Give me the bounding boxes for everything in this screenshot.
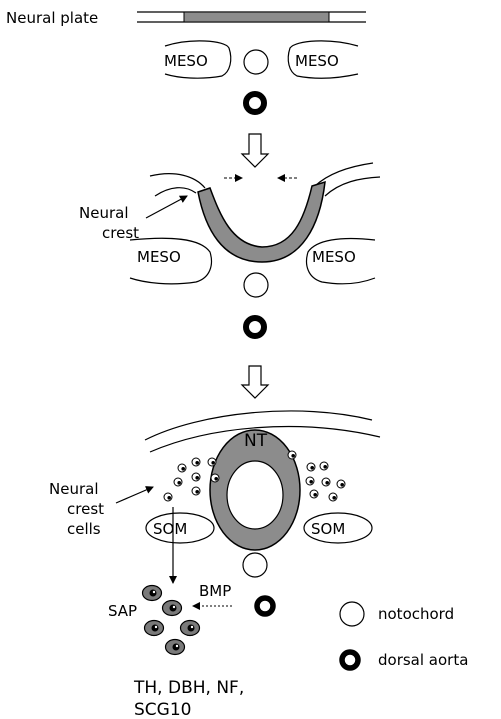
neural-crest-cell xyxy=(174,478,182,486)
meso-left-label-2: MESO xyxy=(137,248,181,266)
markers-line1: TH, DBH, NF, xyxy=(133,678,244,698)
neural-crest-cell xyxy=(164,493,172,501)
progression-arrow-2 xyxy=(242,366,268,398)
dorsal-aorta-2 xyxy=(246,318,264,336)
neural-tube-lumen xyxy=(227,461,283,529)
notochord-1 xyxy=(244,50,268,74)
neural-plate xyxy=(137,12,366,22)
neural-crest-cell xyxy=(192,473,200,481)
dorsal-aorta-1 xyxy=(246,94,264,112)
somite-left: SOM xyxy=(146,513,214,543)
neural-crest-label-line1: Neural xyxy=(79,204,128,222)
markers-line2: SCG10 xyxy=(134,700,191,719)
bmp-label: BMP xyxy=(199,582,231,600)
sap-cell xyxy=(163,601,182,616)
neural-crest-pointer xyxy=(146,196,187,218)
sap-cell xyxy=(166,640,185,655)
stage-1-neural-plate: Neural plate MESO MESO xyxy=(6,9,366,112)
notochord-2 xyxy=(244,273,268,297)
sap-cell xyxy=(143,586,162,601)
ncc-label-line1: Neural xyxy=(49,480,98,498)
legend-notochord-label: notochord xyxy=(378,605,454,623)
progression-arrow-1 xyxy=(242,134,268,167)
legend: notochord dorsal aorta xyxy=(340,602,468,669)
som-right-label: SOM xyxy=(311,520,345,538)
meso-right-block-2: MESO xyxy=(307,239,375,284)
neural-crest-cell xyxy=(337,480,345,488)
meso-right-label: MESO xyxy=(295,52,339,70)
sap-cell xyxy=(145,621,164,636)
meso-left-label: MESO xyxy=(164,52,208,70)
som-left-label: SOM xyxy=(153,520,187,538)
legend-notochord-icon xyxy=(340,602,364,626)
neural-crest-cell xyxy=(306,477,314,485)
sap-cells xyxy=(143,586,200,655)
neural-crest-cell xyxy=(192,487,200,495)
sap-label: SAP xyxy=(108,602,137,620)
neural-crest-cell xyxy=(329,493,337,501)
legend-dorsal-aorta-label: dorsal aorta xyxy=(378,651,468,669)
meso-left-block-2: MESO xyxy=(130,238,211,284)
stage-2-neural-fold: Neural crest MESO MESO xyxy=(79,163,380,336)
meso-left-block: MESO xyxy=(164,41,231,78)
meso-right-label-2: MESO xyxy=(312,248,356,266)
sap-cell xyxy=(181,621,200,636)
stage-3-neural-tube: NT Neural crest cells SOM SOM BMP SAP TH… xyxy=(49,411,380,719)
nt-label: NT xyxy=(244,431,268,451)
ncc-pointer xyxy=(116,487,153,503)
dorsal-aorta-3 xyxy=(257,598,273,614)
meso-right-block: MESO xyxy=(288,41,358,78)
ncc-label-line2: crest xyxy=(67,500,104,518)
neural-crest-cell xyxy=(178,464,186,472)
ncc-label-line3: cells xyxy=(67,520,101,538)
neural-crest-cell xyxy=(211,474,219,482)
neural-crest-cell xyxy=(288,451,296,459)
neural-crest-cell xyxy=(208,458,216,466)
neural-crest-cell xyxy=(322,478,330,486)
legend-dorsal-aorta-icon xyxy=(342,652,358,668)
neural-crest-cell xyxy=(307,463,315,471)
neural-crest-cell xyxy=(320,462,328,470)
somite-right: SOM xyxy=(304,513,372,543)
neural-crest-cell xyxy=(192,458,200,466)
neural-fold xyxy=(198,182,325,262)
notochord-3 xyxy=(243,553,267,577)
neural-crest-cell xyxy=(310,490,318,498)
neural-plate-label: Neural plate xyxy=(6,9,98,27)
